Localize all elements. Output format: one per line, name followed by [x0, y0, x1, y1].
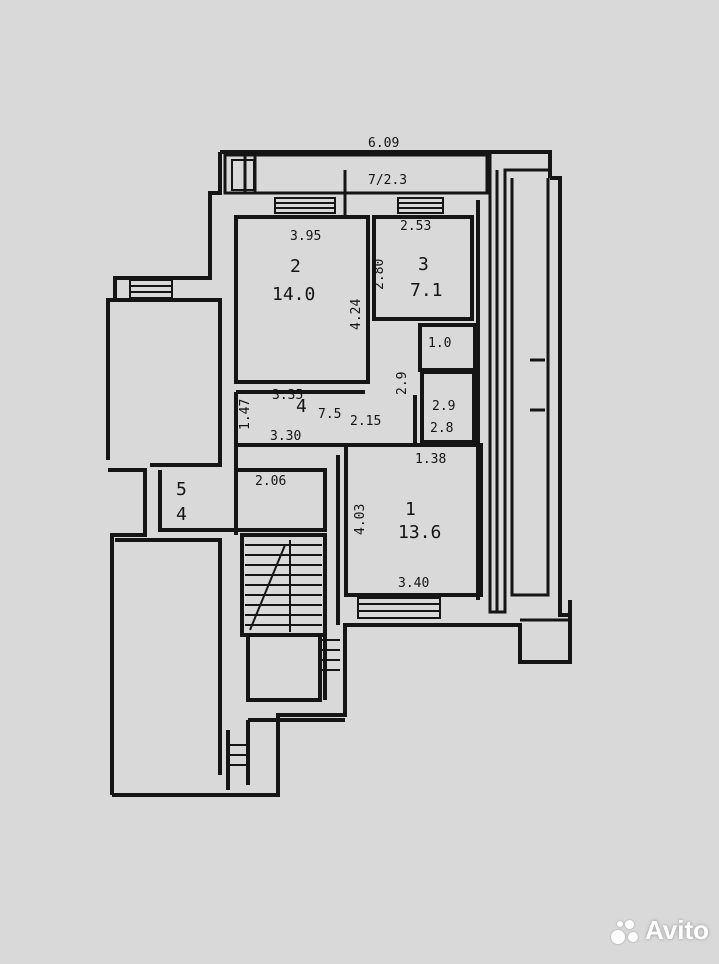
wc-depth-label: 2.9: [395, 372, 410, 395]
room-1-depth-label: 4.03: [353, 504, 368, 535]
room-3-width-label: 2.53: [400, 219, 431, 234]
room-4-depth-label: 1.47: [238, 399, 253, 430]
room-2-area: 14.0: [272, 284, 315, 305]
hall-width-label: 2.15: [350, 414, 381, 429]
room-4-area: 7.5: [318, 407, 341, 422]
room-3-depth-label: 2.80: [372, 259, 387, 290]
room-5-area: 4: [176, 504, 187, 525]
room-2-width-label: 3.95: [290, 229, 321, 244]
windows: [129, 159, 444, 619]
stair-treads: [228, 540, 340, 766]
avito-brand-text: Avito: [644, 915, 709, 945]
room-6-area: 2.8: [430, 421, 453, 436]
room-1-number: 1: [405, 499, 416, 520]
room-2-bottom-width-label: 3.35: [272, 388, 303, 403]
top-corridor: [223, 153, 489, 215]
room-4-number: 4: [296, 396, 307, 417]
room-3-area: 7.1: [410, 280, 443, 301]
top-corridor-label: 7/2.3: [368, 173, 407, 188]
bath-label: 1.0: [428, 336, 451, 351]
room-2-depth-label: 4.24: [349, 299, 364, 330]
room-1-top-width-label: 1.38: [415, 452, 446, 467]
right-wing-walls: [488, 152, 570, 622]
room-labels: 2 14.0 3 7.1 4 7.5 1 13.6 5 4 2.8: [176, 254, 453, 543]
overall-width-label: 6.09: [368, 136, 399, 151]
room-4-width-label: 3.30: [270, 429, 301, 444]
dimension-labels: 6.09 7/2.3 3.95 2.53 2.80 4.24 3.35 3.30…: [238, 136, 455, 591]
room-1-width-label: 3.40: [398, 576, 429, 591]
avito-watermark: Avito: [610, 915, 709, 946]
room-5-width-label: 2.06: [255, 474, 286, 489]
avito-logo-icon: [610, 918, 639, 944]
room-1-area: 13.6: [398, 522, 441, 543]
room-2-number: 2: [290, 256, 301, 277]
room-5-number: 5: [176, 479, 187, 500]
room-3-number: 3: [418, 254, 429, 275]
room-6-width-label: 2.9: [432, 399, 455, 414]
